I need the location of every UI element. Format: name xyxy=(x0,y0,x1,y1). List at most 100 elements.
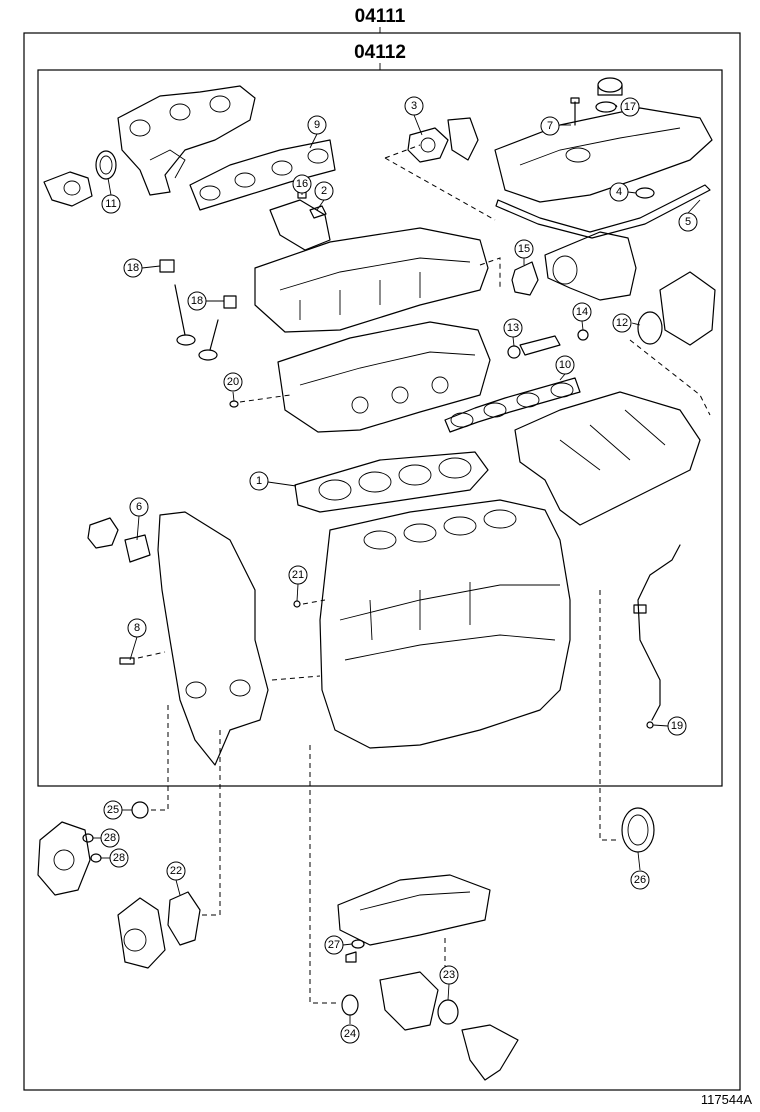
throttle-body-housing xyxy=(544,231,637,301)
svg-text:27: 27 xyxy=(328,939,340,951)
svg-text:13: 13 xyxy=(507,322,519,334)
callout-9: 9 xyxy=(307,115,327,135)
outer-kit-part-number: 04111 xyxy=(355,6,406,27)
callout-10: 10 xyxy=(555,355,575,375)
callout-24: 24 xyxy=(340,1024,360,1044)
svg-text:21: 21 xyxy=(292,569,304,581)
callout-18a: 18 xyxy=(123,258,143,278)
cylinder-block xyxy=(319,499,571,749)
callout-21: 21 xyxy=(288,565,308,585)
illustration-reference-number: 117544A xyxy=(701,1092,752,1107)
bolt-8 xyxy=(119,657,135,665)
callout-25: 25 xyxy=(103,800,123,820)
intake-manifold xyxy=(514,391,701,526)
rear-oil-seal xyxy=(621,807,655,853)
throttle-gasket-15 xyxy=(511,261,539,296)
outer-kit-frame xyxy=(23,32,741,1091)
callout-2: 2 xyxy=(314,181,334,201)
callout-5: 5 xyxy=(678,212,698,232)
svg-text:6: 6 xyxy=(136,501,142,513)
water-pump-pulley xyxy=(117,897,166,969)
svg-text:2: 2 xyxy=(321,185,327,197)
svg-text:5: 5 xyxy=(685,216,691,228)
oil-filler-cap xyxy=(595,77,623,113)
cylinder-head-gasket xyxy=(294,451,489,513)
callout-28a: 28 xyxy=(100,828,120,848)
valve-and-seal xyxy=(159,259,239,408)
svg-text:7: 7 xyxy=(547,120,553,132)
inner-kit-frame xyxy=(37,69,723,787)
assembly-guide-lines xyxy=(137,144,711,1004)
callout-6: 6 xyxy=(129,497,149,517)
svg-text:15: 15 xyxy=(518,243,530,255)
water-outlet xyxy=(407,117,479,163)
callout-11: 11 xyxy=(101,194,121,214)
svg-text:16: 16 xyxy=(296,178,308,190)
callout-22: 22 xyxy=(166,861,186,881)
callout-27: 27 xyxy=(324,935,344,955)
svg-text:9: 9 xyxy=(314,119,320,131)
callout-4: 4 xyxy=(609,182,629,202)
oil-pan xyxy=(337,874,491,946)
water-inlet-part-6 xyxy=(87,517,151,563)
callout-15: 15 xyxy=(514,239,534,259)
svg-text:28: 28 xyxy=(104,832,116,844)
callout-18b: 18 xyxy=(187,291,207,311)
exhaust-pipe-flange xyxy=(43,171,93,207)
svg-text:12: 12 xyxy=(616,317,628,329)
exhaust-gasket-ring xyxy=(95,150,117,180)
svg-text:26: 26 xyxy=(634,874,646,886)
callout-26: 26 xyxy=(630,870,650,890)
callout-leaders xyxy=(93,104,701,1024)
svg-text:25: 25 xyxy=(107,804,119,816)
cylinder-head-cover xyxy=(494,107,713,203)
timing-chain-cover xyxy=(157,511,269,766)
svg-text:28: 28 xyxy=(113,852,125,864)
svg-text:23: 23 xyxy=(443,969,455,981)
svg-text:4: 4 xyxy=(616,186,622,198)
callout-17: 17 xyxy=(620,97,640,117)
plug-21 xyxy=(293,600,301,608)
svg-text:1: 1 xyxy=(256,475,262,487)
callout-7: 7 xyxy=(540,116,560,136)
callout-23: 23 xyxy=(439,965,459,985)
callout-13: 13 xyxy=(503,318,523,338)
svg-text:19: 19 xyxy=(671,720,683,732)
oring-28a xyxy=(82,833,94,843)
head-cover-gasket xyxy=(495,184,711,239)
svg-text:18: 18 xyxy=(127,262,139,274)
callout-16: 16 xyxy=(292,174,312,194)
svg-text:3: 3 xyxy=(411,100,417,112)
svg-text:14: 14 xyxy=(576,306,588,318)
camshaft-housing xyxy=(254,227,489,333)
callout-14: 14 xyxy=(572,302,592,322)
water-pump-gasket-22 xyxy=(167,891,201,946)
callout-1: 1 xyxy=(249,471,269,491)
spark-plug-tube-gasket xyxy=(635,187,655,199)
svg-text:10: 10 xyxy=(559,359,571,371)
small-fastener-parts xyxy=(269,191,331,251)
oil-dipstick-guide xyxy=(633,544,681,729)
seal-25 xyxy=(131,801,149,819)
callout-12: 12 xyxy=(612,313,632,333)
svg-text:20: 20 xyxy=(227,376,239,388)
svg-text:24: 24 xyxy=(344,1028,356,1040)
callout-8: 8 xyxy=(127,618,147,638)
inner-kit-part-number: 04112 xyxy=(354,42,406,63)
callout-20: 20 xyxy=(223,372,243,392)
svg-text:18: 18 xyxy=(191,295,203,307)
intake-manifold-gasket xyxy=(444,377,581,433)
oring-28b xyxy=(90,853,102,863)
bolt-7 xyxy=(570,97,580,126)
oring-24 xyxy=(341,994,359,1016)
exhaust-manifold xyxy=(117,85,256,196)
drain-plug-27 xyxy=(345,939,365,963)
callout-3: 3 xyxy=(404,96,424,116)
svg-text:11: 11 xyxy=(105,198,116,210)
svg-text:17: 17 xyxy=(624,101,636,113)
cylinder-head xyxy=(277,321,491,433)
water-pump xyxy=(37,821,91,896)
air-duct-part-12 xyxy=(637,271,716,346)
svg-text:8: 8 xyxy=(134,622,140,634)
